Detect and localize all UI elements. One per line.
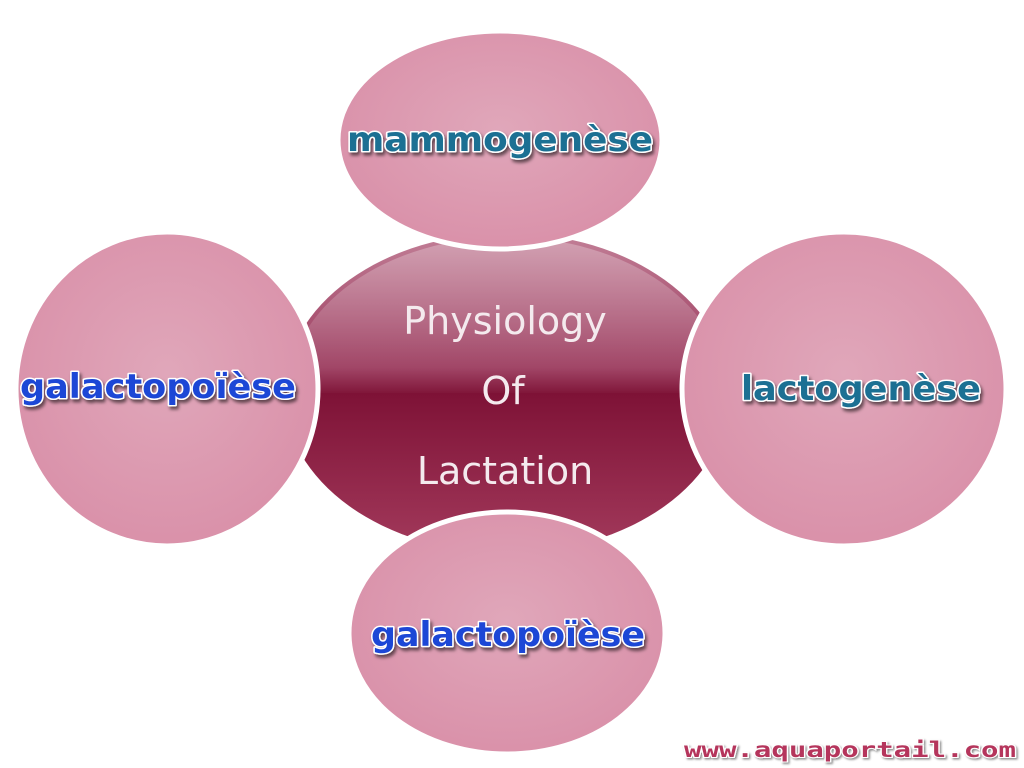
node-top-label: mammogenèse xyxy=(347,120,653,160)
center-title-line-3: Lactation xyxy=(417,449,593,493)
node-bottom xyxy=(346,509,668,757)
node-right-label: lactogenèse xyxy=(741,369,981,409)
watermark: www.aquaportail.com xyxy=(684,738,1016,762)
center-title-line-1: Physiology xyxy=(403,299,607,343)
node-left xyxy=(13,229,321,549)
node-bottom-circle xyxy=(346,509,668,757)
node-right xyxy=(679,229,1009,549)
node-left-label: galactopoïèse xyxy=(20,367,296,407)
node-left-circle xyxy=(13,229,321,549)
node-right-circle xyxy=(679,229,1009,549)
node-bottom-label: galactopoïèse xyxy=(371,615,645,655)
node-top-circle xyxy=(335,28,665,252)
center-title-line-2: Of xyxy=(481,369,526,413)
center-node xyxy=(284,233,730,553)
node-top xyxy=(335,28,665,252)
center-gloss xyxy=(288,237,726,393)
